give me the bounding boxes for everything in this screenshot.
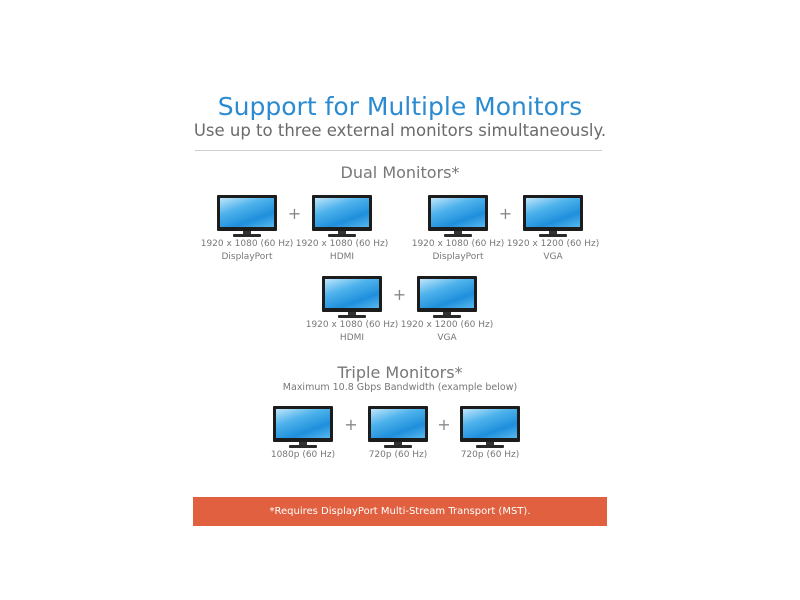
plus-sign: + [498, 204, 513, 223]
monitor-resolution: 1920 x 1200 (60 Hz) [400, 320, 494, 330]
monitor-icon [368, 406, 428, 448]
monitor-icon [273, 406, 333, 448]
monitor-icon [217, 195, 277, 237]
footnote-banner: *Requires DisplayPort Multi-Stream Trans… [193, 497, 607, 526]
monitor-icon [523, 195, 583, 237]
monitor-port: DisplayPort [221, 252, 273, 262]
page-title: Support for Multiple Monitors [217, 92, 583, 121]
monitor-resolution: 720p (60 Hz) [368, 450, 428, 460]
monitor-port: VGA [437, 333, 457, 343]
dual-heading: Dual Monitors* [340, 163, 460, 182]
monitor-label: 720p (60 Hz) [369, 449, 428, 462]
triple-note: Maximum 10.8 Gbps Bandwidth (example bel… [282, 382, 518, 393]
plus-sign: + [344, 415, 358, 434]
monitor-label: 1920 x 1080 (60 Hz) DisplayPort [412, 238, 505, 264]
monitor-label: 1920 x 1080 (60 Hz) DisplayPort [201, 238, 294, 264]
monitor-icon [322, 276, 382, 318]
monitor-label: 1080p (60 Hz) [271, 449, 335, 462]
monitor-resolution: 1920 x 1080 (60 Hz) [200, 239, 294, 249]
divider [195, 150, 602, 151]
monitor-resolution: 1920 x 1080 (60 Hz) [411, 239, 505, 249]
monitor-icon [312, 195, 372, 237]
monitor-resolution: 1920 x 1080 (60 Hz) [295, 239, 389, 249]
monitor-resolution: 1920 x 1080 (60 Hz) [305, 320, 399, 330]
monitor-icon [428, 195, 488, 237]
plus-sign: + [287, 204, 302, 223]
monitor-label: 1920 x 1200 (60 Hz) VGA [507, 238, 600, 264]
page-subtitle: Use up to three external monitors simult… [193, 121, 607, 140]
monitor-resolution: 720p (60 Hz) [460, 450, 520, 460]
monitor-port: VGA [543, 252, 563, 262]
monitor-label: 1920 x 1080 (60 Hz) HDMI [306, 319, 399, 345]
monitor-port: HDMI [329, 252, 355, 262]
plus-sign: + [437, 415, 451, 434]
monitor-port: DisplayPort [432, 252, 484, 262]
monitor-resolution: 1080p (60 Hz) [270, 450, 336, 460]
monitor-resolution: 1920 x 1200 (60 Hz) [506, 239, 600, 249]
triple-heading: Triple Monitors* [337, 363, 463, 382]
monitor-label: 1920 x 1080 (60 Hz) HDMI [296, 238, 389, 264]
monitor-label: 1920 x 1200 (60 Hz) VGA [401, 319, 494, 345]
monitor-label: 720p (60 Hz) [461, 449, 520, 462]
footnote-text: *Requires DisplayPort Multi-Stream Trans… [269, 506, 531, 517]
monitor-icon [460, 406, 520, 448]
monitor-port: HDMI [339, 333, 365, 343]
monitor-icon [417, 276, 477, 318]
plus-sign: + [392, 285, 407, 304]
